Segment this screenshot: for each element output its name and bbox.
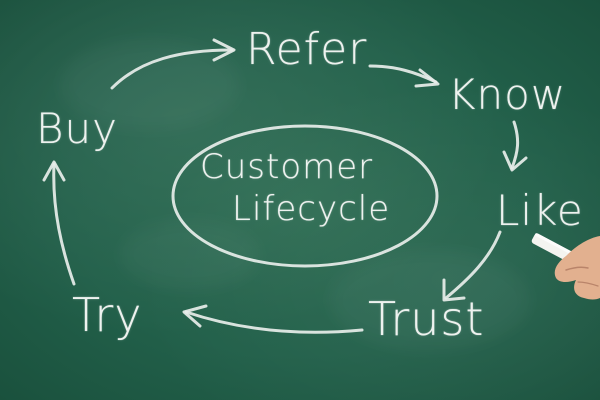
- chalk-arrow-icon: [110, 48, 234, 90]
- chalk-arrow-icon: [42, 160, 66, 182]
- center-title-line2: Lifecycle: [232, 189, 391, 229]
- step-know: Know: [448, 70, 567, 119]
- center-title-line1: Customer: [200, 147, 374, 187]
- chalk-arrow-icon: [52, 162, 76, 286]
- chalk-arrow-icon: [414, 68, 440, 88]
- chalk-ellipse-icon: [171, 124, 439, 268]
- chalk-arrow-icon: [510, 120, 520, 170]
- chalk-arrow-icon: [182, 304, 208, 328]
- step-like: Like: [496, 186, 584, 235]
- chalk-arrow-icon: [502, 150, 528, 172]
- step-try: Try: [72, 288, 143, 342]
- chalk-arrow-icon: [444, 230, 502, 300]
- step-refer: Refer: [246, 24, 368, 75]
- step-trust: Trust: [368, 292, 485, 346]
- step-buy: Buy: [36, 104, 118, 153]
- chalk-arrow-icon: [212, 38, 236, 62]
- chalk-arrow-icon: [442, 278, 466, 302]
- chalk-arrow-icon: [184, 310, 364, 334]
